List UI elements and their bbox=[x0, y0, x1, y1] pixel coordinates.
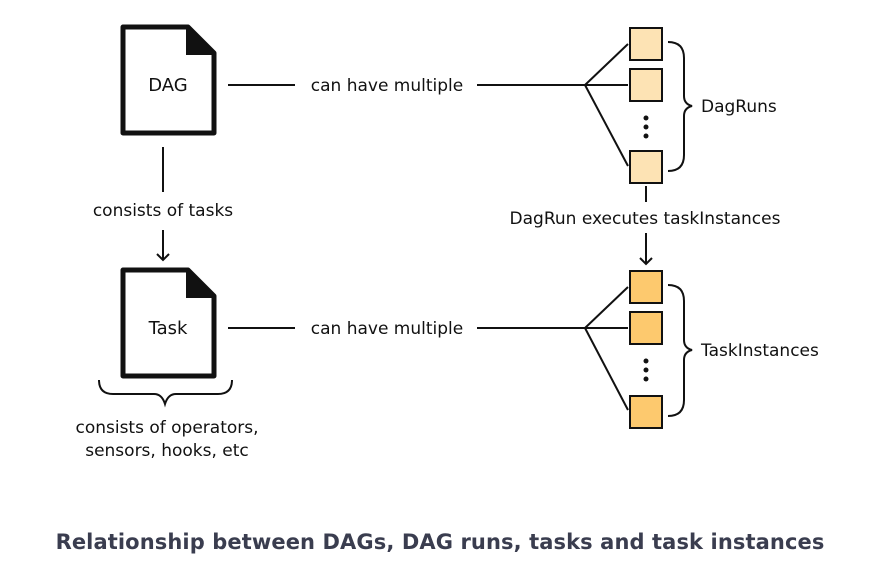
dag-document-icon bbox=[120, 24, 217, 136]
figure-caption: Relationship between DAGs, DAG runs, tas… bbox=[55, 530, 825, 554]
taskinstances-fan-top bbox=[584, 286, 629, 329]
ellipsis-dot bbox=[643, 133, 649, 139]
taskinstance-box bbox=[629, 311, 663, 345]
taskinstances-brace bbox=[667, 284, 693, 417]
dagruns-group-label: DagRuns bbox=[701, 97, 777, 117]
task-contents-line-1: consists of operators, bbox=[75, 418, 258, 438]
dagruns-fan-bottom bbox=[584, 84, 629, 167]
taskinstances-fan-bottom bbox=[584, 327, 629, 411]
task-to-taskinstances-label: can have multiple bbox=[311, 319, 463, 339]
dagruns-fan-top bbox=[584, 43, 629, 86]
taskinstances-group-label: TaskInstances bbox=[700, 341, 819, 361]
dagrun-box bbox=[629, 27, 663, 61]
dagruns-brace bbox=[667, 41, 693, 172]
ellipsis-dot bbox=[643, 358, 649, 364]
dagrun-to-taskinstance-label: DagRun executes taskInstances bbox=[510, 209, 781, 229]
dagrun-box bbox=[629, 150, 663, 184]
ellipsis-dot bbox=[643, 376, 649, 382]
task-contents-line-2: sensors, hooks, etc bbox=[85, 441, 249, 461]
dag-node-label: DAG bbox=[148, 75, 188, 96]
dag-to-task-label: consists of tasks bbox=[93, 201, 233, 221]
ellipsis-dot bbox=[643, 367, 649, 373]
taskinstance-box bbox=[629, 270, 663, 304]
ellipsis-dot bbox=[643, 124, 649, 130]
dagrun-box bbox=[629, 68, 663, 102]
dag-to-dagruns-label: can have multiple bbox=[311, 76, 463, 96]
taskinstance-box bbox=[629, 395, 663, 429]
ellipsis-dot bbox=[643, 115, 649, 121]
task-node-label: Task bbox=[148, 318, 188, 339]
task-contents-brace bbox=[98, 379, 233, 408]
task-document-icon bbox=[120, 267, 217, 379]
